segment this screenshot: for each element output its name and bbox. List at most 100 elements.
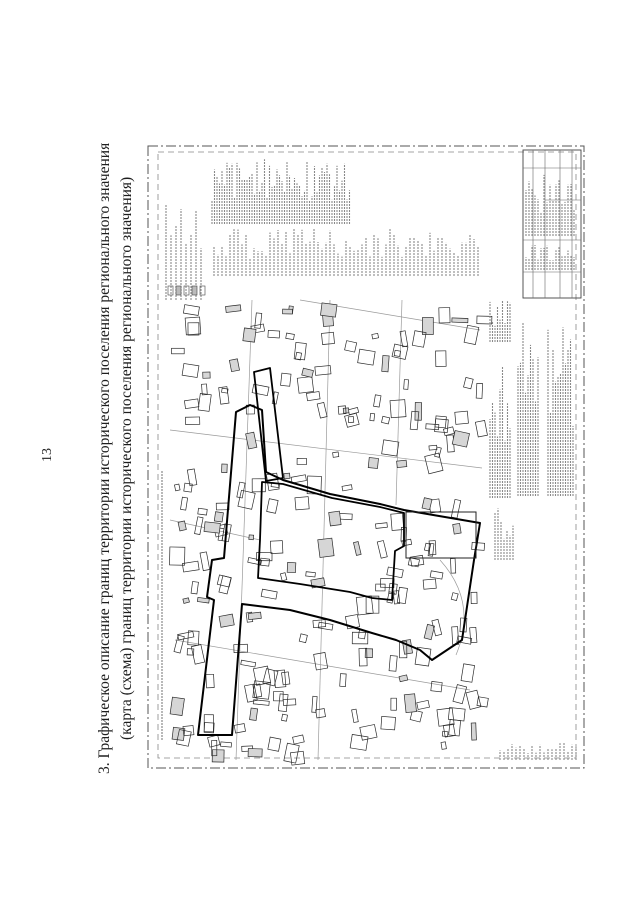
building-outline	[306, 391, 321, 402]
street-line	[235, 299, 253, 761]
building-outline	[349, 734, 369, 751]
building-outline	[177, 520, 187, 532]
building-outline	[296, 376, 315, 394]
building-outline	[236, 481, 246, 499]
building-outline	[317, 621, 334, 631]
building-outline	[285, 332, 295, 341]
building-outline	[240, 659, 257, 668]
building-outline	[249, 707, 259, 721]
building-outline	[351, 631, 369, 645]
building-outline	[369, 413, 376, 422]
building-outline	[380, 716, 396, 731]
building-outline	[452, 522, 462, 535]
building-outline	[438, 307, 451, 324]
building-outline	[447, 707, 466, 722]
building-outline	[244, 683, 258, 703]
building-outline	[434, 418, 449, 434]
building-outline	[281, 713, 288, 722]
building-outline	[381, 355, 390, 373]
building-outline	[283, 742, 300, 764]
building-outline	[279, 572, 288, 582]
building-outline	[476, 315, 493, 325]
building-outline	[290, 474, 307, 484]
historic-settlement-boundary	[197, 404, 481, 736]
building-outline	[364, 648, 373, 658]
building-outline	[203, 521, 221, 534]
legend-symbol	[183, 285, 190, 296]
building-outline	[422, 578, 437, 590]
building-outline	[254, 312, 263, 329]
building-outline	[375, 522, 388, 529]
building-outline	[293, 342, 307, 361]
building-outline	[205, 673, 215, 689]
building-outline	[451, 430, 470, 448]
building-outline	[197, 507, 208, 516]
building-outline	[463, 324, 480, 345]
building-outline	[450, 558, 457, 574]
building-outline	[301, 367, 314, 378]
building-outline	[186, 468, 198, 487]
building-outline	[289, 750, 306, 766]
building-outline	[218, 613, 235, 628]
building-outline	[283, 472, 291, 480]
building-outline	[286, 562, 297, 574]
legend-symbol	[175, 285, 182, 296]
building-outline	[428, 444, 438, 451]
building-outline	[398, 640, 408, 659]
building-outline	[320, 302, 338, 318]
building-outline	[409, 554, 425, 567]
building-outline	[169, 696, 185, 716]
building-outline	[316, 402, 328, 419]
street-line	[174, 639, 471, 691]
building-outline	[251, 383, 270, 397]
building-outline	[435, 350, 447, 367]
building-outline	[213, 511, 224, 523]
building-outline	[431, 618, 443, 637]
building-outline	[184, 316, 202, 336]
building-outline	[248, 534, 255, 541]
building-outline	[184, 398, 200, 410]
building-outline	[181, 363, 200, 378]
building-outline	[183, 304, 200, 316]
building-outline	[282, 698, 297, 706]
building-outline	[355, 595, 374, 616]
building-outline	[259, 557, 270, 567]
building-outline	[182, 725, 195, 737]
building-outline	[470, 722, 477, 741]
building-outline	[273, 691, 284, 702]
building-outline	[256, 552, 273, 562]
building-outline	[442, 723, 456, 738]
building-outline	[367, 457, 379, 469]
building-outline	[353, 541, 362, 556]
territory-boundary	[197, 367, 481, 736]
building-outline	[416, 699, 430, 710]
building-outline	[469, 627, 478, 644]
legend-symbol	[191, 285, 198, 296]
building-outline	[169, 546, 186, 566]
building-outline	[233, 723, 246, 734]
building-outline	[181, 560, 200, 573]
building-outline	[312, 619, 327, 629]
building-outline	[403, 379, 409, 390]
building-outline	[267, 329, 281, 339]
building-outline	[332, 451, 340, 458]
map-inner-frame	[157, 151, 577, 759]
building-outline	[398, 674, 409, 683]
building-outline	[202, 371, 211, 379]
building-outline	[430, 681, 443, 693]
building-outline	[376, 540, 388, 559]
building-outline	[260, 588, 278, 600]
boundary-map-scan	[147, 145, 585, 769]
building-outline	[390, 512, 405, 531]
building-outline	[403, 693, 417, 713]
building-outline	[252, 665, 272, 686]
building-outline	[425, 423, 440, 431]
building-outline	[266, 498, 279, 514]
building-outline	[174, 483, 181, 492]
building-outline	[375, 583, 386, 592]
building-outline	[427, 542, 435, 557]
building-outline	[358, 647, 368, 667]
building-outline	[173, 634, 185, 654]
building-outline	[252, 683, 263, 698]
building-outline	[393, 349, 401, 357]
